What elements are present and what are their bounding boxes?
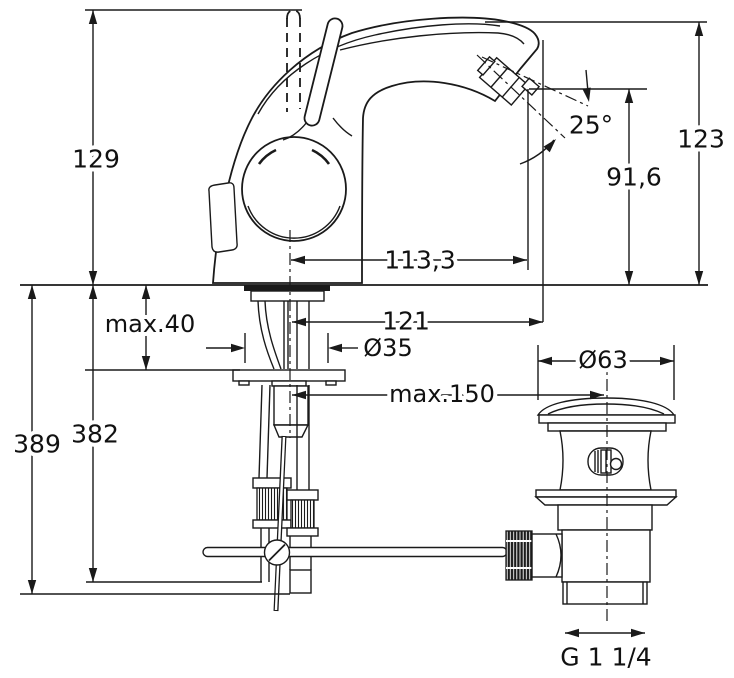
dim-d35: Ø35 xyxy=(206,330,417,366)
drain-assembly xyxy=(505,397,678,605)
dim-25deg-label: 25° xyxy=(569,111,613,140)
dim-129-label: 129 xyxy=(72,145,120,174)
dim-91-6: 91,6 xyxy=(602,89,666,285)
dim-121-label: 121 xyxy=(382,307,430,336)
handle-lever-phantom xyxy=(286,9,301,112)
spray-axis-25deg xyxy=(481,56,589,107)
base-gasket xyxy=(244,285,330,291)
dim-max40-label: max.40 xyxy=(105,310,195,338)
faucet-body xyxy=(208,9,541,284)
dim-91-6-label: 91,6 xyxy=(606,163,662,192)
dim-max150: max.150 xyxy=(292,376,604,412)
dim-d35-label: Ø35 xyxy=(363,334,412,362)
dim-389-label: 389 xyxy=(13,430,61,459)
dim-129: 129 xyxy=(68,10,124,285)
lever-base-flare-right xyxy=(332,117,353,137)
aerator xyxy=(476,55,541,106)
dim-382: 382 xyxy=(67,285,123,582)
dim-d63-label: Ø63 xyxy=(578,346,627,374)
dim-g114-label: G 1 1/4 xyxy=(560,643,651,672)
dim-113-3: 113,3 xyxy=(291,242,527,279)
handle-lever xyxy=(303,17,344,127)
overflow-slot xyxy=(587,447,624,476)
dim-max150-label: max.150 xyxy=(389,380,495,408)
dim-382-label: 382 xyxy=(71,420,119,449)
spout-mid-edge xyxy=(339,31,525,51)
dimension-annotations: 129 123 91,6 25° 113,3 xyxy=(9,9,729,676)
dim-123-label: 123 xyxy=(677,125,725,154)
spout-inner-edge xyxy=(257,23,501,115)
shank-taper xyxy=(272,424,310,438)
dim-389: 389 xyxy=(9,285,65,594)
tailpipe xyxy=(562,581,648,605)
dim-113-3-label: 113,3 xyxy=(384,246,456,275)
dim-max40: max.40 xyxy=(101,285,199,370)
side-outlet xyxy=(505,530,563,581)
dim-123: 123 xyxy=(673,22,729,285)
pop-up-rod xyxy=(202,435,508,612)
handle-ring xyxy=(241,136,347,242)
mounting-flange xyxy=(232,369,346,387)
aerator-axis xyxy=(476,54,566,139)
dim-g114: G 1 1/4 xyxy=(556,628,656,676)
dim-d63: Ø63 xyxy=(538,342,674,378)
mounting-parts xyxy=(202,285,508,612)
base-block xyxy=(250,290,325,302)
dim-25deg: 25° xyxy=(519,69,617,165)
lever-base-flare-left xyxy=(282,121,308,141)
side-tab xyxy=(208,182,238,253)
waste-flange-dome xyxy=(536,397,676,416)
dim-121: 121 xyxy=(292,303,543,340)
